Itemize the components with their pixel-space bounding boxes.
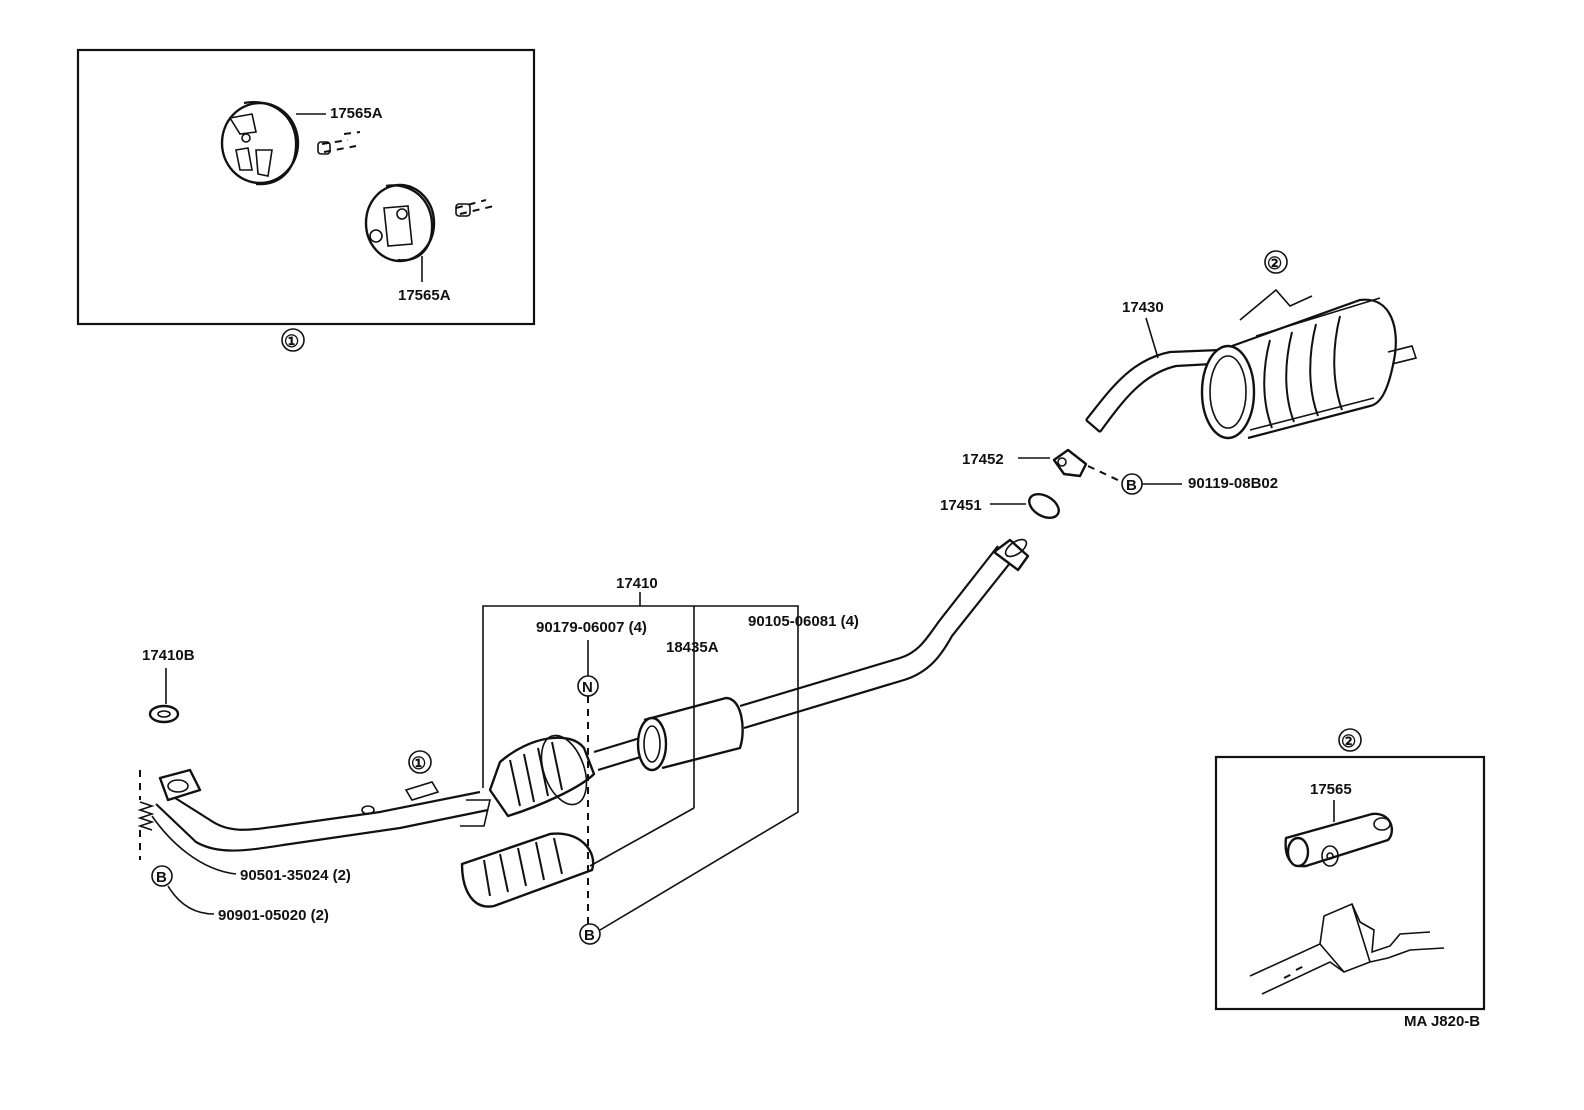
inline-marker1-label: ① [411, 754, 426, 773]
inset2-box: ② 17565 [1214, 728, 1486, 1011]
bolt-part-label: 90105-06081 (4) [748, 613, 859, 630]
inline-marker-1: ① [408, 750, 432, 774]
drawing-id: MA J820-B [1404, 1013, 1480, 1030]
clamp-label: 17452 [962, 451, 1004, 468]
hanger-label: 17565 [1310, 781, 1352, 798]
exhaust-pipe-assembly [155, 538, 1030, 908]
front-gasket: 17410B [142, 647, 195, 724]
bolt-b-right: B 90119-08B02 [1121, 473, 1278, 495]
pipe-assembly-label: 17410 [616, 575, 658, 592]
rubber-hanger-top [220, 101, 361, 186]
tail-muffler: 17430 ② [1085, 250, 1418, 440]
b-marker-center-label: B [584, 927, 595, 944]
rubber-hanger-bottom [364, 183, 495, 282]
n-marker-label: N [582, 679, 593, 696]
inset2-marker-top-label: ② [1267, 254, 1282, 273]
heat-insulator-label: 18435A [666, 639, 719, 656]
inset-hanger-box: 17565A 17565A [76, 48, 536, 326]
pipe-assembly-bracket: 17410 90179-06007 (4) 90105-06081 (4) 18… [482, 575, 859, 945]
spring-label: 90501-35024 (2) [240, 867, 351, 884]
gasket-label: 17451 [940, 497, 982, 514]
spring-bolt-group: B 90501-35024 (2) 90901-05020 (2) [137, 770, 351, 924]
clamp-17452: 17452 [962, 448, 1123, 483]
muffler-label: 17430 [1122, 299, 1164, 316]
b-marker-left-label: B [156, 869, 167, 886]
nut-part-label: 90179-06007 (4) [536, 619, 647, 636]
bolt-b-label: 90119-08B02 [1188, 475, 1278, 492]
spring-bolt-label: 90901-05020 (2) [218, 907, 329, 924]
front-gasket-label: 17410B [142, 647, 195, 664]
inset1-marker-label: ① [284, 332, 299, 351]
inset2-marker-label: ② [1341, 732, 1356, 751]
b-marker-right-label: B [1126, 477, 1137, 494]
hanger-a-bottom-label: 17565A [398, 287, 451, 304]
gasket-17451: 17451 [940, 493, 1060, 519]
hanger-a-top-label: 17565A [330, 105, 383, 122]
inset1-marker [281, 328, 305, 352]
